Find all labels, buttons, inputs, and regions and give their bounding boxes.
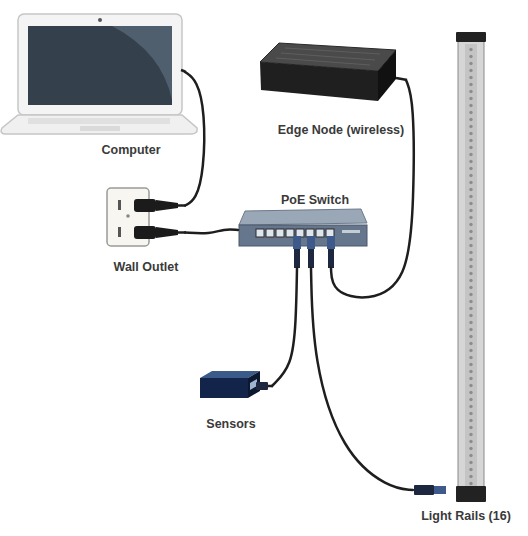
device-node: Light Rails (16): [413, 30, 520, 528]
device-label: Edge Node (wireless): [266, 123, 416, 138]
switch-port: [306, 229, 314, 237]
device-node: PoE Switch: [238, 192, 368, 268]
network-cable: [185, 72, 204, 206]
ethernet-plug: [434, 486, 446, 494]
sensor-front: [200, 378, 248, 398]
laptop-touchpad: [80, 126, 120, 131]
rail-strip: [465, 44, 477, 488]
switch-badge: [342, 230, 360, 233]
plug-boot: [156, 227, 178, 238]
device-node: Wall Outlet: [105, 186, 185, 278]
ethernet-boot: [294, 249, 300, 268]
ethernet-boot: [308, 249, 314, 268]
switch-front: [239, 225, 367, 246]
outlet-screw: [126, 214, 130, 218]
rail-cap: [456, 486, 486, 502]
cable-stub: [396, 78, 407, 80]
rail-cap: [456, 32, 486, 42]
cable-stub: [178, 231, 186, 234]
ethernet-plug: [327, 236, 335, 249]
switch-port: [326, 229, 334, 237]
laptop-illustration: [1, 14, 197, 134]
device-label: Computer: [71, 143, 191, 158]
cable-stub: [268, 385, 273, 388]
laptop-screen: [28, 26, 172, 105]
cable-stub: [178, 204, 186, 207]
ethernet-boot: [414, 485, 434, 495]
switch-port: [276, 229, 284, 237]
network-cable: [272, 268, 297, 386]
sensor-illustration: [200, 371, 273, 398]
switch-port: [296, 229, 304, 237]
edge-node-ribs: [276, 48, 380, 65]
screen-highlight: [112, 26, 172, 100]
laptop-camera: [98, 18, 102, 22]
power-plug: [134, 199, 156, 212]
switch-top: [239, 209, 367, 225]
device-label: PoE Switch: [260, 193, 370, 208]
rail-leds: [465, 46, 477, 486]
device-label: Light Rails (16): [406, 509, 526, 524]
ethernet-plug: [307, 236, 315, 249]
laptop-keyboard: [28, 118, 170, 124]
device-node: Computer: [8, 15, 185, 160]
poe-switch-illustration: [239, 209, 367, 268]
outlet-slot: [118, 227, 121, 237]
edge-node-side: [378, 50, 396, 101]
network-cable: [185, 230, 238, 234]
power-plug: [134, 226, 156, 239]
edge-node-front: [260, 62, 378, 101]
ethernet-boot: [256, 382, 268, 390]
edge-node-illustration: [260, 43, 407, 101]
device-label: Wall Outlet: [96, 260, 196, 275]
device-node: Edge Node (wireless): [255, 38, 406, 140]
switch-port: [286, 229, 294, 237]
device-node: Sensors: [195, 366, 272, 436]
ethernet-plug: [293, 236, 301, 249]
network-cable: [331, 80, 414, 297]
switch-port: [256, 229, 264, 237]
sensor-port: [250, 379, 257, 390]
ethernet-boot: [328, 249, 334, 268]
device-label: Sensors: [186, 417, 276, 432]
switch-port: [266, 229, 274, 237]
laptop-base: [1, 115, 197, 134]
light-rail-illustration: [414, 32, 486, 502]
laptop-lid: [18, 14, 182, 115]
cable-stub: [181, 70, 186, 72]
plug-boot: [156, 200, 178, 211]
wall-outlet-illustration: [107, 188, 186, 246]
outlet-slot: [118, 200, 121, 210]
rail-body: [458, 38, 484, 500]
network-cable: [311, 268, 413, 490]
switch-port: [316, 229, 324, 237]
